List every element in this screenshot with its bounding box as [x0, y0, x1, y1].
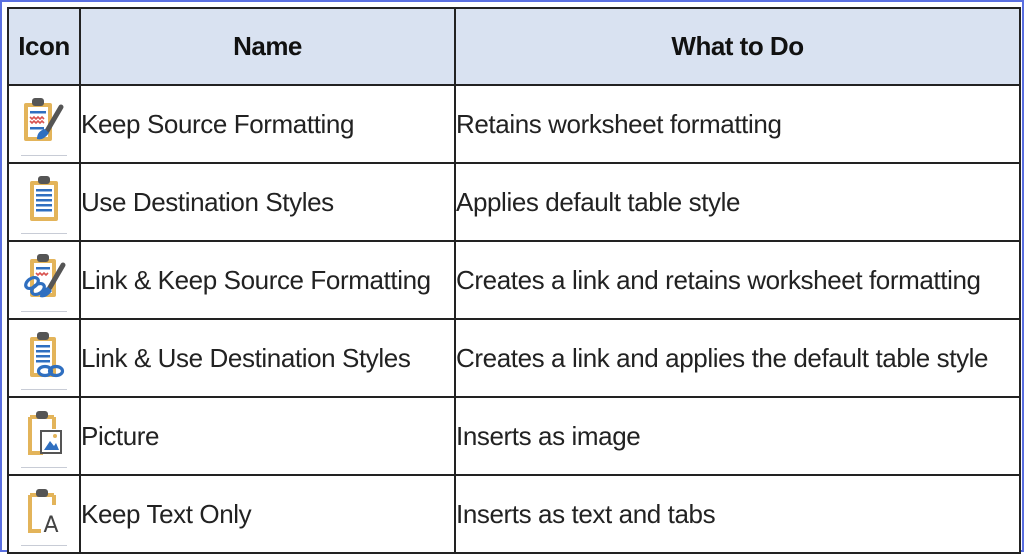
- icon-cell: [7, 162, 81, 242]
- table-row: Picture Inserts as image: [7, 396, 1021, 476]
- icon-cell: [7, 84, 81, 164]
- link-use-destination-styles-icon: [30, 332, 65, 378]
- option-name: Keep Text Only: [79, 474, 456, 554]
- option-name: Link & Use Destination Styles: [79, 318, 456, 398]
- option-description: Creates a link and retains worksheet for…: [454, 240, 1021, 320]
- header-icon: Icon: [7, 7, 81, 86]
- icon-cell: [7, 240, 81, 320]
- table-row: A Keep Text Only Inserts as text and tab…: [7, 474, 1021, 554]
- svg-text:A: A: [43, 513, 58, 538]
- table-row: Use Destination Styles Applies default t…: [7, 162, 1021, 242]
- picture-icon: [28, 411, 62, 455]
- link-keep-source-formatting-icon: [24, 254, 66, 298]
- icon-cell: [7, 396, 81, 476]
- divider: [21, 389, 67, 390]
- table-row: Link & Use Destination Styles Creates a …: [7, 318, 1021, 398]
- divider: [21, 467, 67, 468]
- divider: [21, 311, 67, 312]
- divider: [21, 545, 67, 546]
- option-name: Link & Keep Source Formatting: [79, 240, 456, 320]
- icon-cell: [7, 318, 81, 398]
- keep-text-only-icon: A: [28, 489, 59, 538]
- divider: [21, 233, 67, 234]
- divider: [21, 155, 67, 156]
- icon-cell: A: [7, 474, 81, 554]
- option-description: Creates a link and applies the default t…: [454, 318, 1021, 398]
- table-row: Keep Source Formatting Retains worksheet…: [7, 84, 1021, 164]
- header-what-to-do: What to Do: [454, 7, 1021, 86]
- paste-options-table: Icon Name What to Do: [7, 7, 1021, 554]
- header-row: Icon Name What to Do: [7, 7, 1021, 86]
- option-name: Keep Source Formatting: [79, 84, 456, 164]
- option-description: Inserts as image: [454, 396, 1021, 476]
- use-destination-styles-icon: [30, 176, 58, 221]
- option-description: Applies default table style: [454, 162, 1021, 242]
- table-row: Link & Keep Source Formatting Creates a …: [7, 240, 1021, 320]
- option-name: Picture: [79, 396, 456, 476]
- option-name: Use Destination Styles: [79, 162, 456, 242]
- header-name: Name: [79, 7, 456, 86]
- option-description: Retains worksheet formatting: [454, 84, 1021, 164]
- keep-source-formatting-icon: [24, 98, 64, 141]
- option-description: Inserts as text and tabs: [454, 474, 1021, 554]
